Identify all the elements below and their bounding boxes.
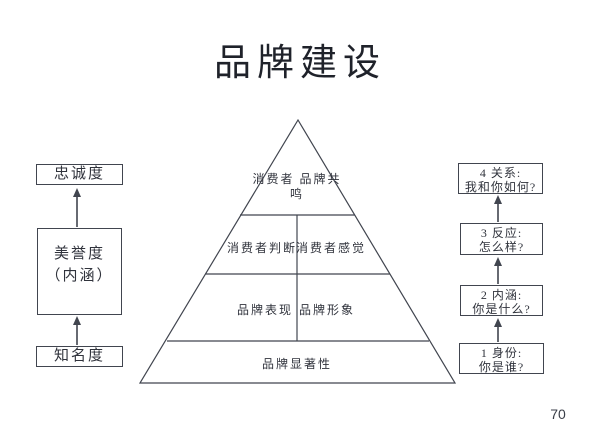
pyramid-apex-label: 消费者 品牌共鸣 <box>247 172 347 202</box>
pyramid-apex-line1: 消费者 <box>252 172 295 186</box>
reputation-label-line1: 美誉度 <box>53 246 105 262</box>
reputation-label-line2: （内涵） <box>45 268 114 284</box>
identity-line2: 你是谁? <box>478 360 525 374</box>
meaning-line1: 2 内涵: <box>480 288 523 302</box>
meaning-box: 2 内涵: 你是什么? <box>460 285 543 316</box>
response-line2: 怎么样? <box>478 240 525 254</box>
pyramid-judgments-label: 消费者判断 <box>226 241 297 255</box>
identity-line1: 1 身份: <box>480 346 523 360</box>
awareness-box: 知名度 <box>36 346 123 367</box>
relationship-line1: 4 关系: <box>479 166 522 180</box>
page-number: 70 <box>550 406 566 422</box>
slide-title: 品牌建设 <box>214 43 386 84</box>
identity-box: 1 身份: 你是谁? <box>459 343 544 374</box>
relationship-line2: 我和你如何? <box>464 180 537 194</box>
right-up-arrow-1 <box>494 318 502 342</box>
response-box: 3 反应: 怎么样? <box>460 223 543 255</box>
left-up-arrow-1 <box>73 188 81 227</box>
response-line1: 3 反应: <box>480 226 523 240</box>
left-up-arrow-2 <box>73 316 81 345</box>
pyramid-salience-label: 品牌显著性 <box>261 357 332 371</box>
pyramid-feelings-label: 消费者感觉 <box>295 241 366 255</box>
reputation-box: 美誉度 （内涵） <box>37 228 122 315</box>
pyramid-triangle <box>138 118 457 384</box>
pyramid-performance-label: 品牌表现 <box>236 303 293 317</box>
right-up-arrow-3 <box>494 195 502 222</box>
relationship-box: 4 关系: 我和你如何? <box>458 163 543 194</box>
pyramid-apex-line2: 品牌共鸣 <box>289 172 342 201</box>
loyalty-label: 忠诚度 <box>53 166 105 182</box>
loyalty-box: 忠诚度 <box>36 164 123 185</box>
awareness-label: 知名度 <box>53 348 105 364</box>
pyramid-imagery-label: 品牌形象 <box>298 303 355 317</box>
meaning-line2: 你是什么? <box>472 302 531 316</box>
right-up-arrow-2 <box>494 257 502 284</box>
